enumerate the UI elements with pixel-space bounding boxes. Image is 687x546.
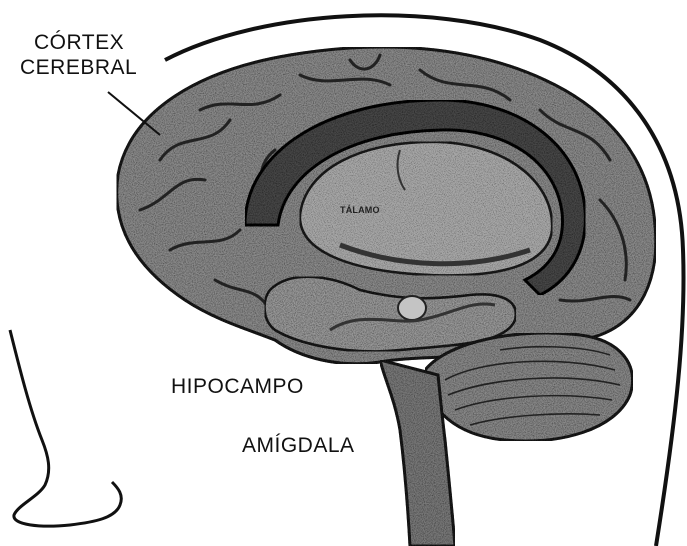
label-hipocampo: HIPOCAMPO (171, 376, 304, 397)
label-amigdala: AMÍGDALA (242, 435, 355, 456)
label-cortex-line2: CEREBRAL (20, 57, 137, 78)
face-profile (10, 330, 121, 526)
cerebellum-shape (425, 333, 633, 441)
label-talamo: TÁLAMO (340, 206, 380, 215)
amygdala-shape (398, 296, 426, 320)
label-cortex-line1: CÓRTEX (34, 32, 124, 53)
